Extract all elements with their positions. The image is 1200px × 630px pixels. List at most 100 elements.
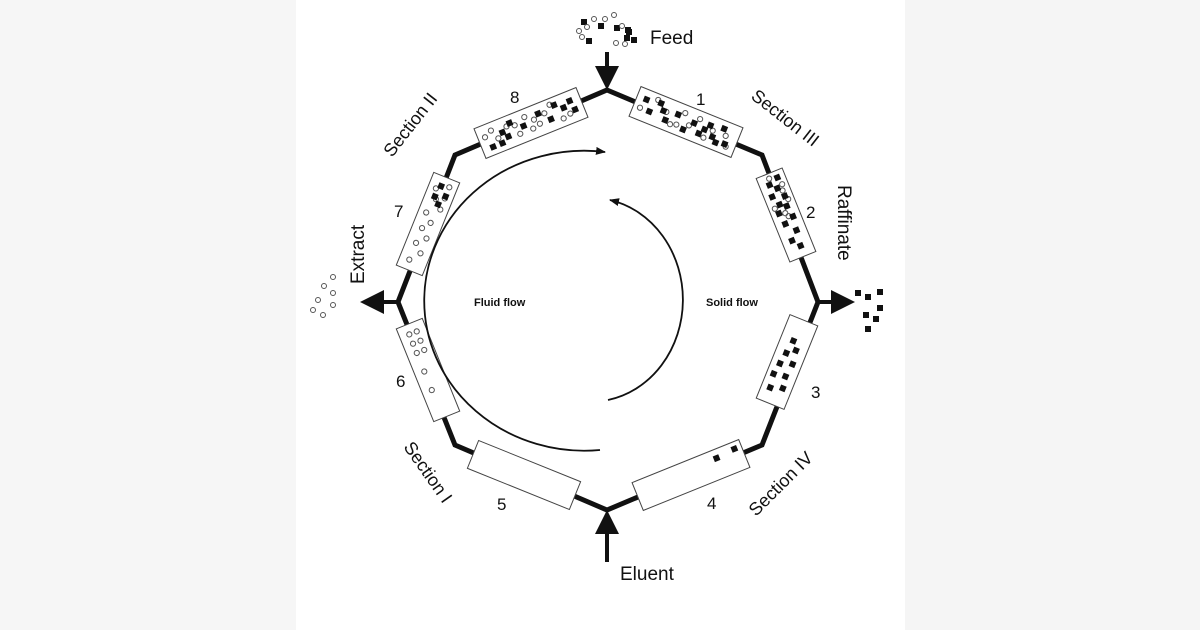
fluid-particle (330, 302, 336, 308)
fluid-particle (495, 135, 502, 142)
fluid-particle (697, 115, 704, 123)
solid-particle (712, 454, 721, 463)
column-number-8: 8 (510, 88, 519, 107)
column-6 (395, 317, 461, 423)
fluid-particle (636, 104, 644, 111)
fluid-particle (779, 187, 786, 194)
solid-particle (768, 192, 777, 201)
solid-particle (659, 106, 668, 115)
fluid-particle (611, 12, 617, 18)
fluid-particle (685, 122, 693, 129)
solid-particle (765, 181, 774, 189)
column-number-5: 5 (497, 495, 506, 514)
column-box (466, 439, 582, 511)
solid-particle (624, 35, 630, 41)
section-iv-label: Section IV (745, 448, 817, 520)
column-number-7: 7 (394, 202, 403, 221)
fluid-particle (406, 256, 413, 263)
fluid-particle (619, 23, 625, 29)
solid-particle (778, 384, 787, 393)
solid-particle (700, 125, 709, 134)
fluid-particle (421, 346, 428, 354)
fluid-particle (417, 250, 424, 257)
column-number-4: 4 (707, 494, 716, 513)
solid-particle (781, 220, 790, 228)
column-number-2: 2 (806, 203, 815, 222)
column-box (395, 317, 461, 423)
section-i-label: Section I (400, 438, 457, 507)
solid-particle (776, 359, 784, 368)
solid-particle (863, 312, 869, 318)
solid-particle (690, 119, 699, 128)
column-number-6: 6 (396, 372, 405, 391)
solid-particle (565, 97, 574, 105)
solid-particle (498, 128, 507, 137)
solid-particle (873, 316, 879, 322)
fluid-particle (530, 116, 538, 123)
fluid-particle (541, 110, 548, 117)
column-4 (631, 438, 751, 512)
fluid-particle (613, 40, 619, 46)
raffinate-particles (855, 289, 883, 332)
solid-particle (730, 444, 739, 453)
fluid-particle (521, 113, 528, 121)
fluid-particle (567, 110, 574, 117)
fluid-particle (315, 297, 321, 303)
column-1 (628, 85, 744, 159)
fluid-particle (310, 307, 316, 313)
column-2 (755, 167, 817, 263)
column-7 (395, 171, 461, 277)
solid-particle (498, 139, 507, 148)
solid-particle (434, 200, 443, 209)
solid-particle (789, 212, 797, 221)
fluid-particle (406, 331, 413, 338)
fluid-particle (536, 120, 544, 127)
solid-particle (625, 27, 631, 33)
fluid-particle (423, 209, 430, 216)
solid-particle (694, 129, 703, 138)
fluid-particle (427, 219, 434, 226)
solid-particle (550, 101, 558, 109)
column-number-1: 1 (696, 90, 705, 109)
fluid-particle (700, 134, 707, 141)
solid-particle (769, 369, 778, 378)
fluid-particle (779, 181, 786, 188)
solid-particle (559, 103, 568, 112)
solid-particle (657, 99, 666, 108)
solid-particle (780, 192, 789, 200)
solid-particle (865, 294, 871, 300)
eluent-label: Eluent (620, 564, 675, 585)
fluid-particle (766, 175, 773, 182)
solid-particle (877, 305, 883, 311)
fluid-particle (771, 205, 778, 212)
fluid-particle (666, 121, 674, 128)
solid-particle (614, 25, 620, 31)
fluid-particle (602, 16, 608, 22)
solid-particle (711, 138, 720, 147)
fluid-particle (722, 132, 729, 139)
solid-particle (547, 115, 555, 124)
solid-flow-arrow (607, 198, 684, 401)
fluid-particle (591, 16, 597, 22)
fluid-particle (413, 349, 420, 357)
solid-particle (519, 122, 528, 130)
solid-particle (796, 241, 805, 250)
solid-particle (775, 209, 783, 218)
solid-particle (720, 124, 729, 133)
solid-particle (534, 109, 542, 118)
fluid-particle (511, 122, 518, 129)
fluid-particle (579, 34, 585, 40)
column-3 (755, 314, 819, 410)
fluid-particle (412, 239, 420, 246)
left-margin (0, 0, 296, 630)
solid-particle (430, 192, 439, 201)
solid-particle (586, 38, 592, 44)
feed-particles (576, 12, 637, 47)
solid-particle (782, 202, 791, 210)
column-number-3: 3 (811, 383, 820, 402)
solid-particle (706, 121, 715, 130)
section-ii-label: Section II (379, 89, 441, 160)
solid-particle (720, 140, 729, 148)
fluid-particle (409, 340, 417, 347)
